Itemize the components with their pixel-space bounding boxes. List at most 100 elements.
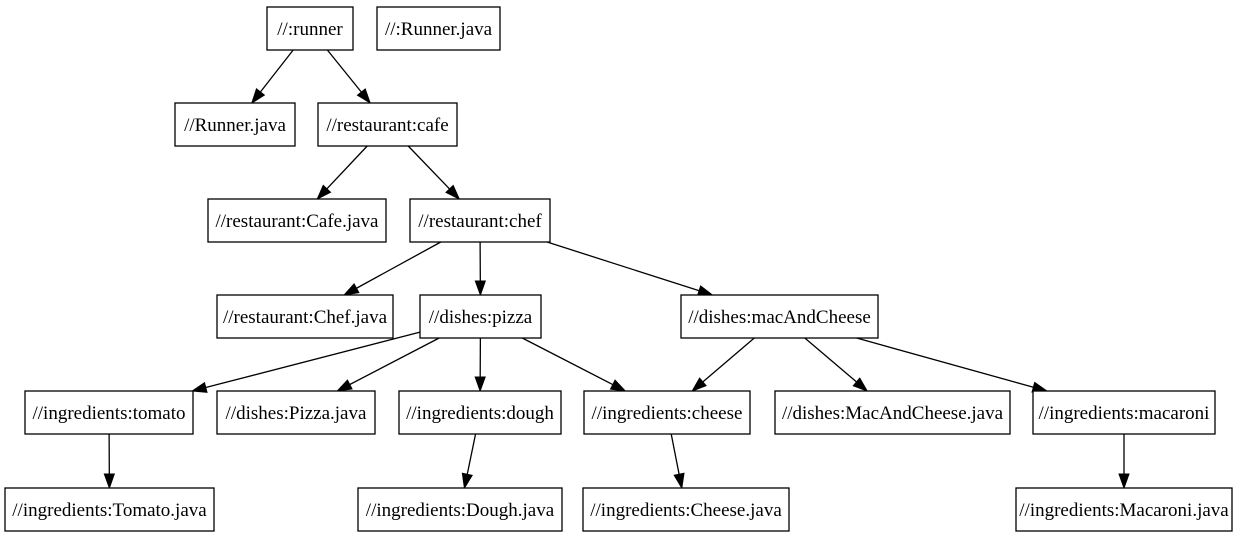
node-box bbox=[398, 390, 562, 435]
edge-macandcheese-to-macaroni bbox=[856, 337, 1049, 393]
edge-chef-to-chef_java bbox=[342, 241, 442, 296]
edge-line bbox=[355, 241, 442, 290]
edge-line bbox=[546, 241, 701, 292]
edge-arrowhead-icon bbox=[691, 377, 707, 392]
edge-tomato-to-tomato_java bbox=[103, 433, 116, 490]
edge-line bbox=[701, 337, 755, 384]
graph-node-cheese: //ingredients:cheese bbox=[583, 390, 751, 435]
graph-node-macaroni_java: //ingredients:Macaroni.java bbox=[1015, 487, 1233, 532]
node-box bbox=[680, 294, 879, 339]
node-label: //restaurant:cafe bbox=[326, 115, 448, 136]
edge-macandcheese-to-macandcheese_java bbox=[804, 337, 869, 392]
edge-cheese-to-cheese_java bbox=[670, 433, 685, 490]
node-box bbox=[774, 390, 1011, 435]
edge-pizza-to-tomato bbox=[190, 331, 421, 393]
edge-dough-to-dough_java bbox=[461, 433, 477, 490]
graph-node-runner: //:runner bbox=[266, 6, 354, 51]
edge-arrowhead-icon bbox=[103, 473, 116, 490]
graph-node-cheese_java: //ingredients:Cheese.java bbox=[582, 487, 790, 532]
edge-arrowhead-icon bbox=[461, 472, 473, 490]
node-box bbox=[376, 6, 501, 51]
edge-arrowhead-icon bbox=[696, 285, 714, 297]
graph-node-chef: //restaurant:chef bbox=[409, 198, 551, 243]
node-label: //:runner bbox=[277, 19, 343, 40]
node-label: //ingredients:cheese bbox=[592, 403, 743, 424]
edge-pizza-to-pizza_java bbox=[336, 337, 440, 392]
node-label: //ingredients:macaroni bbox=[1039, 403, 1210, 424]
node-box bbox=[409, 198, 551, 243]
edge-arrowhead-icon bbox=[342, 283, 360, 296]
edge-line bbox=[348, 337, 440, 386]
graph-node-cafe: //restaurant:cafe bbox=[317, 102, 458, 147]
node-box bbox=[582, 487, 790, 532]
edge-arrowhead-icon bbox=[609, 379, 627, 392]
node-label: //ingredients:Cheese.java bbox=[590, 500, 782, 521]
edge-chef-to-macandcheese bbox=[546, 241, 714, 297]
node-box bbox=[266, 6, 354, 51]
node-box bbox=[1032, 390, 1216, 435]
graph-node-tomato_java: //ingredients:Tomato.java bbox=[4, 487, 215, 532]
edge-line bbox=[325, 145, 368, 190]
edge-arrowhead-icon bbox=[356, 88, 372, 105]
graph-node-runner_java_top: //:Runner.java bbox=[376, 6, 501, 51]
nodes-layer: //:runner //:Runner.java //Runner.java //re… bbox=[4, 6, 1233, 532]
edge-arrowhead-icon bbox=[445, 184, 461, 201]
node-box bbox=[4, 487, 215, 532]
edge-line bbox=[326, 49, 363, 94]
graph-node-pizza_java: //dishes:Pizza.java bbox=[216, 390, 376, 435]
edge-line bbox=[670, 433, 680, 476]
node-box bbox=[174, 102, 296, 147]
node-label: //restaurant:Cafe.java bbox=[215, 211, 379, 232]
edge-arrowhead-icon bbox=[852, 377, 869, 392]
node-label: //restaurant:Chef.java bbox=[223, 307, 388, 328]
edge-runner-to-cafe bbox=[326, 49, 372, 105]
node-label: //ingredients:Dough.java bbox=[366, 500, 555, 521]
node-label: //dishes:pizza bbox=[429, 307, 533, 328]
graph-node-cafe_java: //restaurant:Cafe.java bbox=[207, 198, 387, 243]
edge-arrowhead-icon bbox=[336, 379, 353, 392]
edge-arrowhead-icon bbox=[190, 381, 208, 393]
edge-line bbox=[259, 49, 294, 94]
node-box bbox=[216, 294, 394, 339]
edge-macandcheese-to-cheese bbox=[691, 337, 755, 392]
node-label: //dishes:MacAndCheese.java bbox=[782, 403, 1004, 424]
edges-layer bbox=[103, 49, 1130, 490]
node-label: //ingredients:dough bbox=[406, 403, 554, 424]
node-box bbox=[216, 390, 376, 435]
graph-node-tomato: //ingredients:tomato bbox=[24, 390, 194, 435]
node-label: //dishes:Pizza.java bbox=[226, 403, 367, 424]
graph-node-macandcheese_java: //dishes:MacAndCheese.java bbox=[774, 390, 1011, 435]
node-box bbox=[1015, 487, 1233, 532]
node-label: //ingredients:Macaroni.java bbox=[1019, 500, 1229, 521]
edge-pizza-to-dough bbox=[474, 337, 486, 393]
edge-arrowhead-icon bbox=[474, 376, 486, 393]
edge-line bbox=[407, 145, 451, 191]
node-label: //:Runner.java bbox=[385, 19, 493, 40]
edge-macaroni-to-macaroni_java bbox=[1118, 434, 1130, 490]
node-box bbox=[207, 198, 387, 243]
node-box bbox=[317, 102, 458, 147]
node-label: //ingredients:Tomato.java bbox=[12, 500, 207, 521]
node-label: //ingredients:tomato bbox=[32, 403, 185, 424]
graph-node-pizza: //dishes:pizza bbox=[419, 294, 542, 339]
graph-node-dough: //ingredients:dough bbox=[398, 390, 562, 435]
node-label: //Runner.java bbox=[184, 115, 286, 136]
edge-line bbox=[804, 337, 858, 384]
edge-arrowhead-icon bbox=[474, 280, 487, 297]
graph-node-dough_java: //ingredients:Dough.java bbox=[357, 487, 563, 532]
edge-runner-to-runner_java bbox=[250, 49, 294, 105]
graph-node-macaroni: //ingredients:macaroni bbox=[1032, 390, 1216, 435]
edge-arrowhead-icon bbox=[250, 88, 266, 105]
graph-node-macandcheese: //dishes:macAndCheese bbox=[680, 294, 879, 339]
edge-line bbox=[204, 331, 421, 389]
edge-arrowhead-icon bbox=[673, 472, 685, 490]
edge-cafe-to-cafe_java bbox=[316, 145, 368, 201]
node-box bbox=[357, 487, 563, 532]
edge-cafe-to-chef bbox=[407, 145, 461, 201]
edge-line bbox=[856, 337, 1035, 389]
graph-node-runner_java: //Runner.java bbox=[174, 102, 296, 147]
node-box bbox=[419, 294, 542, 339]
edge-arrowhead-icon bbox=[1118, 473, 1130, 490]
